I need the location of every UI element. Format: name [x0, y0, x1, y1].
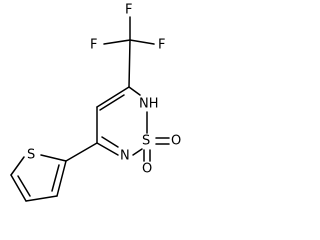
bond-thiophene-c5-c4-inner	[17, 175, 31, 197]
thiophene-ring	[10, 142, 98, 202]
atom-sulfur-thiophene: S	[27, 148, 35, 163]
bond-n-s	[132, 148, 143, 156]
atom-fluorine-left: F	[90, 38, 97, 53]
bond-thiophene-c4-c3	[25, 195, 58, 202]
atom-sulfur-sulfonyl: S	[142, 134, 150, 149]
atom-nitrogen-hydrogen: NH	[139, 97, 159, 112]
bond-cf3-f-right	[129, 39, 155, 45]
chemical-structure: F F F NH S O O N S	[10, 3, 181, 202]
thiadiazine-ring	[96, 86, 148, 156]
bond-c3-n	[96, 142, 119, 156]
bond-thiophene-c2-s	[40, 154, 67, 162]
trifluoromethyl-group	[103, 16, 155, 88]
bond-c3-n-inner	[101, 136, 119, 148]
bond-nh-c5	[128, 86, 141, 96]
atom-nitrogen-ring: N	[120, 149, 130, 164]
atom-fluorine-right: F	[158, 38, 165, 53]
atom-fluorine-top: F	[125, 3, 132, 18]
bond-thiophene-c3-c2	[56, 160, 67, 197]
bond-c5-c4-inner	[99, 94, 125, 111]
bond-cf3-f-left	[103, 39, 131, 45]
bond-c3-thiophene	[65, 142, 98, 162]
sulfonyl-group	[143, 137, 170, 162]
bond-cf3-ring	[128, 39, 131, 88]
atom-oxygen-bottom: O	[142, 162, 152, 177]
atom-oxygen-right: O	[171, 134, 181, 149]
bond-thiophene-c5-c4	[10, 174, 27, 202]
bond-c5-c4	[96, 86, 130, 108]
bond-thiophene-s-c5	[10, 156, 25, 176]
bond-thiophene-c3-c2-inner	[51, 164, 60, 192]
